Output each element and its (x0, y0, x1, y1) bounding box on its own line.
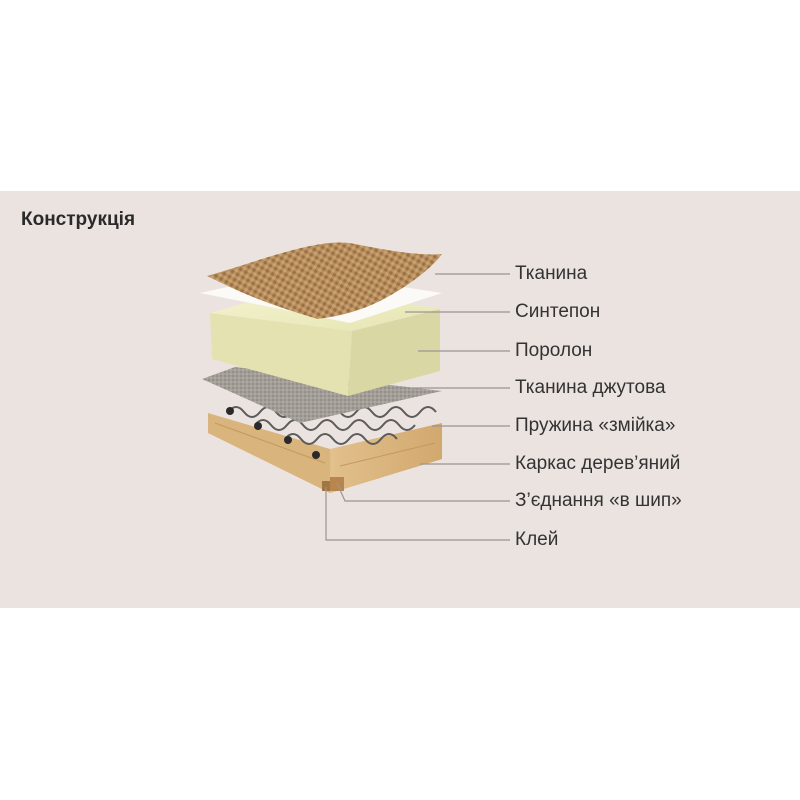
label-jute-fabric: Тканина джутова (515, 377, 666, 398)
leader-lines (325, 273, 510, 541)
label-wooden-frame: Каркас дерев’яний (515, 453, 681, 474)
label-zigzag-spring: Пружина «змійка» (515, 415, 676, 436)
layers-illustration (200, 242, 510, 541)
construction-panel: Конструкція (0, 191, 800, 608)
glue-spot (322, 481, 330, 491)
upholstery-fabric (207, 242, 442, 319)
jute-fabric-layer (202, 367, 442, 423)
page-title: Конструкція (21, 209, 136, 230)
label-fabric: Тканина (515, 263, 588, 284)
label-tenon-joint: З’єднання «в шип» (515, 490, 682, 511)
wooden-frame (208, 413, 442, 493)
label-foam: Поролон (515, 340, 593, 361)
label-sintepon: Синтепон (515, 301, 601, 322)
label-glue: Клей (515, 529, 559, 550)
